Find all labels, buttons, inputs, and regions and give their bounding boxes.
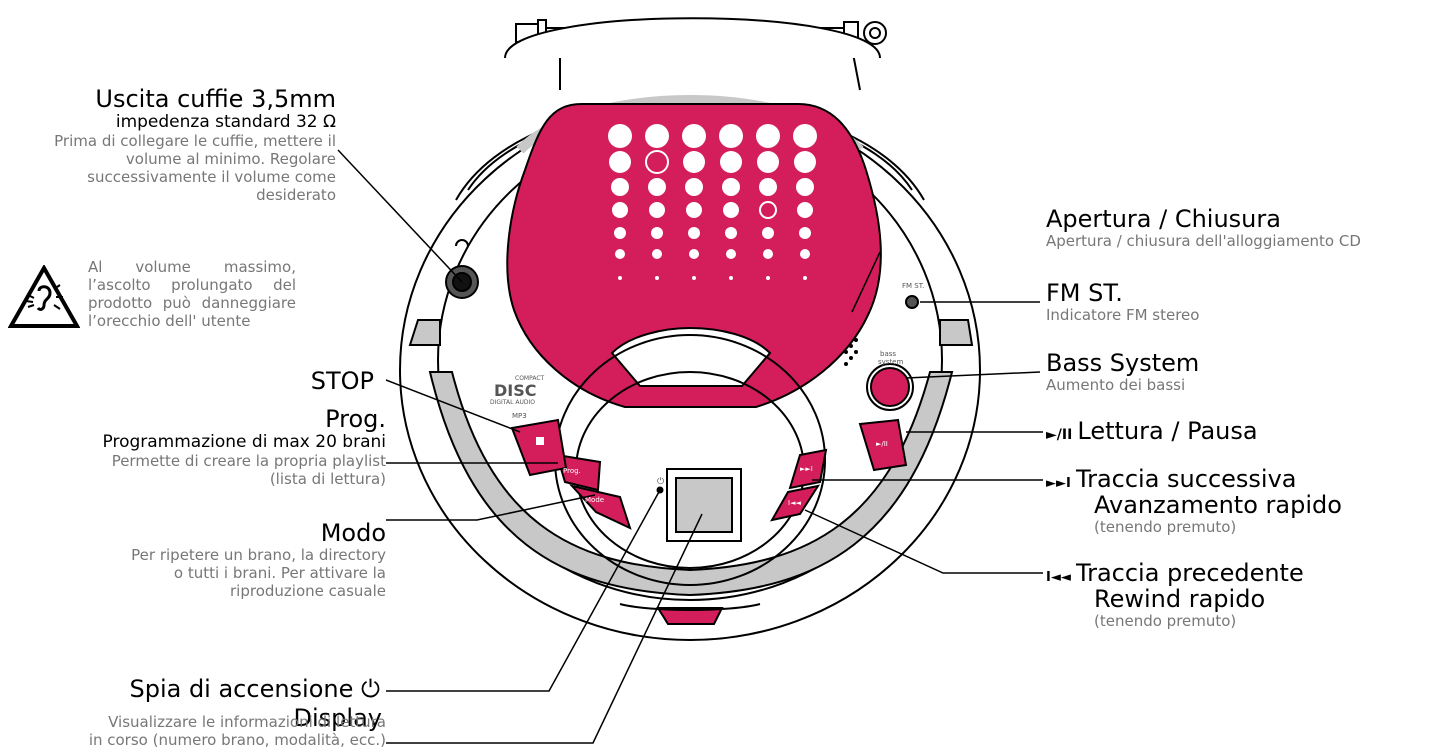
grille-dot: [685, 178, 703, 196]
grille-dot: [645, 124, 669, 148]
grille-dot: [719, 124, 743, 148]
grille-dot: [800, 249, 810, 259]
stop-label: STOP: [310, 367, 374, 395]
grille-dot: [612, 202, 628, 218]
next-button: [788, 448, 828, 490]
stop-button: [510, 418, 568, 477]
svg-text:Mode: Mode: [585, 496, 604, 504]
svg-text:I◄◄: I◄◄: [788, 499, 801, 507]
fm-stereo-led: [905, 295, 919, 309]
bass-system-label: Bass System Aumento dei bassi: [1046, 349, 1200, 394]
modo-label: Modo Per ripetere un brano, la directory…: [131, 519, 386, 600]
grille-dot: [766, 276, 770, 280]
svg-text:►►I: ►►I: [800, 465, 813, 473]
grille-dot: [756, 124, 780, 148]
grille-dot: [645, 150, 669, 174]
grille-dot: [720, 151, 742, 173]
grille-dot: [723, 202, 739, 218]
cd-lid: [506, 103, 882, 408]
grille-dot: [618, 276, 622, 280]
grille-dot: [651, 227, 663, 239]
grille-dot: [796, 178, 814, 196]
prev-button: [770, 484, 821, 522]
grille-dot: [799, 227, 811, 239]
headphone-title: Uscita cuffie 3,5mm: [95, 85, 336, 113]
grille-dot: [794, 151, 816, 173]
display-desc: Visualizzare le informazioni di lettura …: [88, 713, 386, 749]
svg-text:►/II: ►/II: [876, 440, 888, 448]
grille-dot: [686, 202, 702, 218]
grille-dot: [725, 227, 737, 239]
grille-dot: [609, 151, 631, 173]
warning-text: Al volume massimo, l’ascolto prolungato …: [88, 258, 296, 330]
next-track-label: ►►I Traccia successiva Avanzamento rapid…: [1046, 465, 1342, 536]
grille-dot: [763, 249, 773, 259]
play-pause-label: ►/II Lettura / Pausa: [1046, 417, 1258, 445]
grille-dot: [729, 276, 733, 280]
grille-dot: [793, 124, 817, 148]
svg-text:DIGITAL AUDIO: DIGITAL AUDIO: [490, 399, 535, 406]
control-panel: [445, 239, 919, 586]
svg-text:MP3: MP3: [512, 412, 527, 420]
grille-dot: [682, 124, 706, 148]
grille-dot: [652, 249, 662, 259]
grille-dot: [649, 202, 665, 218]
grille-dot: [797, 202, 813, 218]
svg-text:DISC: DISC: [494, 381, 537, 400]
grille-dot: [611, 178, 629, 196]
grille-dot: [757, 151, 779, 173]
power-label: Spia di accensione ⏻: [129, 675, 380, 703]
grille-dot: [688, 227, 700, 239]
play-pause-icon: ►/II: [1046, 427, 1073, 443]
grille-dot: [762, 227, 774, 239]
grille-dot: [608, 124, 632, 148]
prog-button: [555, 453, 602, 492]
prev-track-icon: I◄◄: [1046, 570, 1071, 585]
next-track-icon: ►►I: [1046, 476, 1071, 491]
grille-dot: [726, 249, 736, 259]
svg-text:Prog.: Prog.: [563, 467, 581, 475]
fm-st-label: FM ST. Indicatore FM stereo: [1046, 279, 1200, 324]
grille-dot: [759, 178, 777, 196]
grille-dot: [655, 276, 659, 280]
grille-dot: [648, 178, 666, 196]
leader-lines: [337, 149, 1043, 744]
grille-dot: [689, 249, 699, 259]
open-close-label: Apertura / Chiusura Apertura / chiusura …: [1046, 205, 1361, 250]
svg-text:⏻: ⏻: [657, 476, 664, 487]
grille-dot: [683, 151, 705, 173]
svg-text:system: system: [878, 358, 903, 366]
grille-dot: [803, 276, 807, 280]
grille-dot: [759, 201, 777, 219]
prev-track-label: I◄◄ Traccia precedente Rewind rapido (te…: [1046, 559, 1304, 630]
bass-system-button: [870, 367, 910, 407]
prog-label: Prog. Programmazione di max 20 brani Per…: [102, 405, 386, 488]
svg-text:bass: bass: [880, 350, 896, 358]
headphone-subtitle: impedenza standard 32 Ω: [115, 112, 336, 132]
grille-dot: [615, 249, 625, 259]
grille-dot: [614, 227, 626, 239]
grille-dot: [722, 178, 740, 196]
headphone-label: Uscita cuffie 3,5mm impedenza standard 3…: [54, 85, 336, 204]
antenna: [504, 17, 887, 91]
svg-text:COMPACT: COMPACT: [515, 375, 545, 382]
hearing-warning-icon: [8, 265, 80, 328]
device-printed-labels: FM ST. bass system Prog. Mode ►/II ►►I I…: [490, 282, 924, 507]
display-label: Display: [293, 704, 382, 732]
grille-dot: [692, 276, 696, 280]
svg-text:FM ST.: FM ST.: [902, 282, 924, 290]
play-pause-button: [858, 418, 908, 472]
